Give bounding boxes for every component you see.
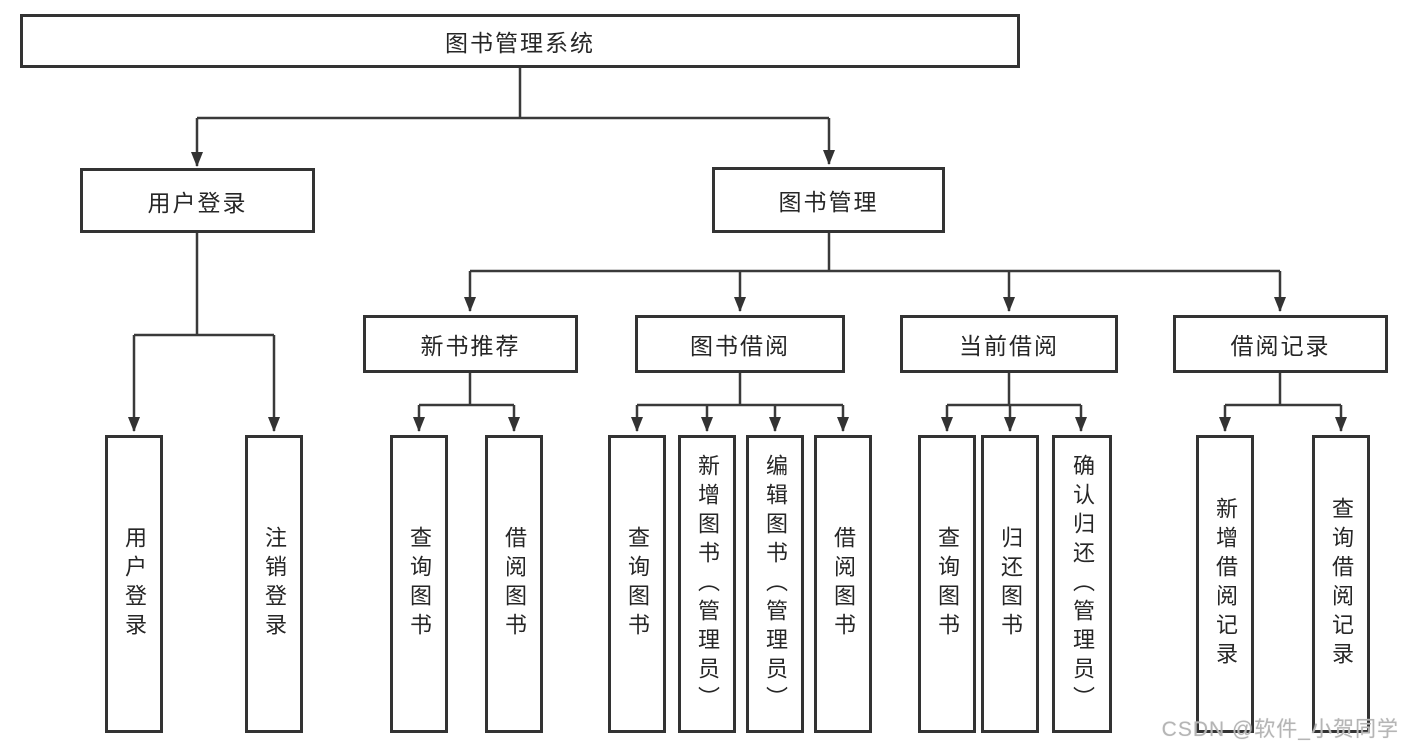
- node-borrowing-records-label: 借阅记录: [1230, 333, 1331, 359]
- leaf-user-login: 用户登录: [105, 435, 163, 733]
- leaf-add-book-admin-label: 新增图书（管理员）: [695, 453, 720, 715]
- leaf-query-books-2-label: 查询图书: [625, 526, 650, 642]
- leaf-return-book: 归还图书: [981, 435, 1039, 733]
- leaf-add-borrow-record-label: 新增借阅记录: [1213, 497, 1238, 671]
- node-library-management-system-label: 图书管理系统: [445, 30, 595, 56]
- csdn-watermark: CSDN @软件_小贺同学: [1161, 718, 1399, 741]
- leaf-edit-book-admin: 编辑图书（管理员）: [746, 435, 804, 733]
- node-current-borrowing-label: 当前借阅: [959, 333, 1059, 359]
- leaf-confirm-return-admin-label: 确认归还（管理员）: [1070, 453, 1095, 715]
- leaf-borrow-books-2: 借阅图书: [814, 435, 872, 733]
- node-user-login-label: 用户登录: [147, 189, 248, 216]
- leaf-query-books-1-label: 查询图书: [407, 526, 432, 642]
- node-book-management: 图书管理: [712, 167, 945, 233]
- node-book-management-label: 图书管理: [778, 189, 879, 215]
- node-new-book-recommend: 新书推荐: [363, 315, 578, 373]
- leaf-logout-label: 注销登录: [262, 526, 287, 642]
- leaf-return-book-label: 归还图书: [998, 526, 1023, 642]
- node-user-login: 用户登录: [80, 168, 315, 233]
- leaf-add-book-admin: 新增图书（管理员）: [678, 435, 736, 733]
- node-borrowing-records: 借阅记录: [1173, 315, 1388, 373]
- leaf-query-borrow-record-label: 查询借阅记录: [1329, 497, 1354, 671]
- node-book-borrowing-label: 图书借阅: [690, 333, 790, 359]
- node-book-borrowing: 图书借阅: [635, 315, 845, 373]
- node-current-borrowing: 当前借阅: [900, 315, 1118, 373]
- node-library-management-system: 图书管理系统: [20, 14, 1020, 68]
- leaf-confirm-return-admin: 确认归还（管理员）: [1052, 435, 1112, 733]
- leaf-query-borrow-record: 查询借阅记录: [1312, 435, 1370, 733]
- leaf-query-books-2: 查询图书: [608, 435, 666, 733]
- leaf-borrow-books-1-label: 借阅图书: [502, 526, 527, 642]
- leaf-borrow-books-2-label: 借阅图书: [831, 526, 856, 642]
- leaf-query-books-1: 查询图书: [390, 435, 448, 733]
- leaf-user-login-label: 用户登录: [122, 526, 147, 642]
- leaf-borrow-books-1: 借阅图书: [485, 435, 543, 733]
- leaf-query-books-3-label: 查询图书: [935, 526, 960, 642]
- node-new-book-recommend-label: 新书推荐: [420, 333, 521, 359]
- leaf-edit-book-admin-label: 编辑图书（管理员）: [763, 453, 788, 715]
- leaf-query-books-3: 查询图书: [918, 435, 976, 733]
- leaf-logout: 注销登录: [245, 435, 303, 733]
- leaf-add-borrow-record: 新增借阅记录: [1196, 435, 1254, 733]
